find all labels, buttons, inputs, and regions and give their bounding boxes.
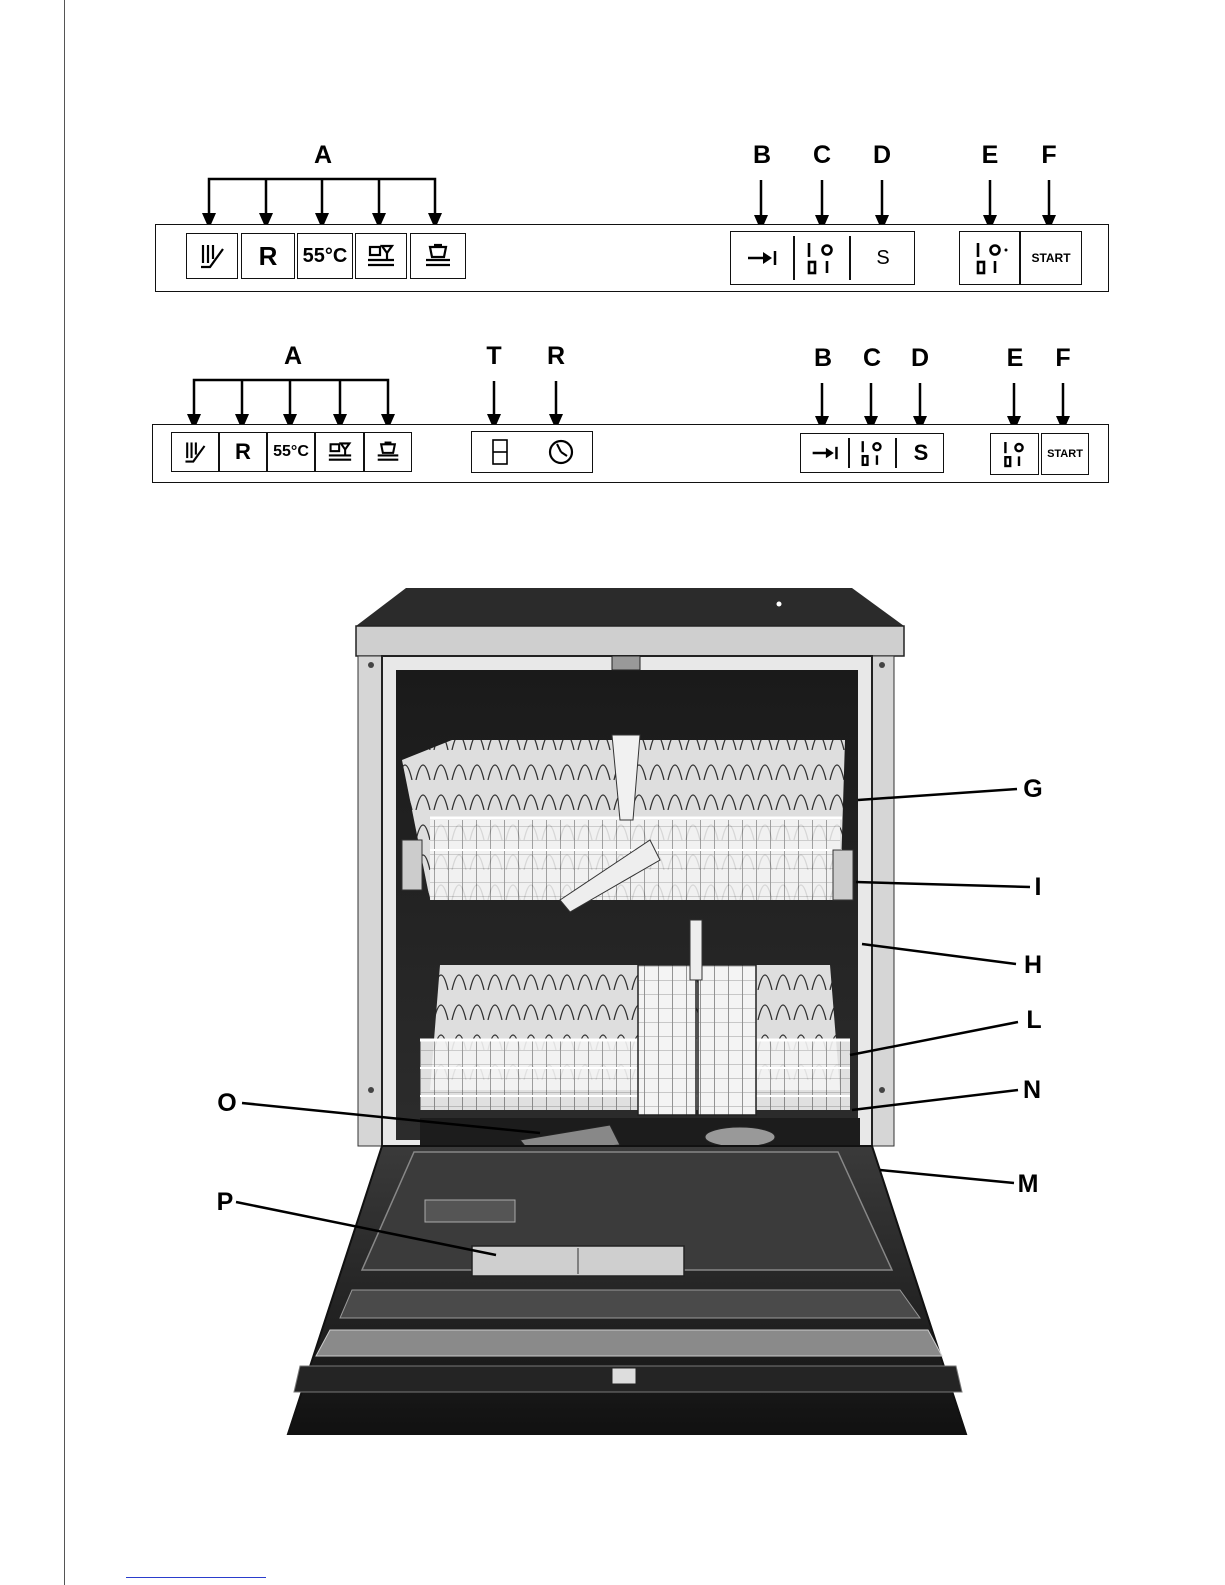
label-O: O	[207, 1091, 247, 1116]
door-recess	[425, 1200, 515, 1222]
door-hinge-mark	[612, 1368, 636, 1384]
right-side-panel	[872, 656, 894, 1146]
cutlery-basket	[638, 965, 696, 1115]
left-side-panel	[358, 656, 382, 1146]
upper-basket	[402, 735, 853, 912]
label-M: M	[1008, 1172, 1048, 1197]
worktop-dot	[777, 602, 782, 607]
door-latch	[612, 656, 640, 670]
label-H: H	[1013, 953, 1053, 978]
label-I: I	[1018, 875, 1058, 900]
label-L: L	[1014, 1008, 1054, 1033]
control-strip	[356, 626, 904, 656]
filter	[705, 1127, 775, 1147]
worktop	[356, 588, 904, 626]
label-P: P	[205, 1190, 245, 1215]
label-G: G	[1013, 777, 1053, 802]
label-N: N	[1012, 1078, 1052, 1103]
